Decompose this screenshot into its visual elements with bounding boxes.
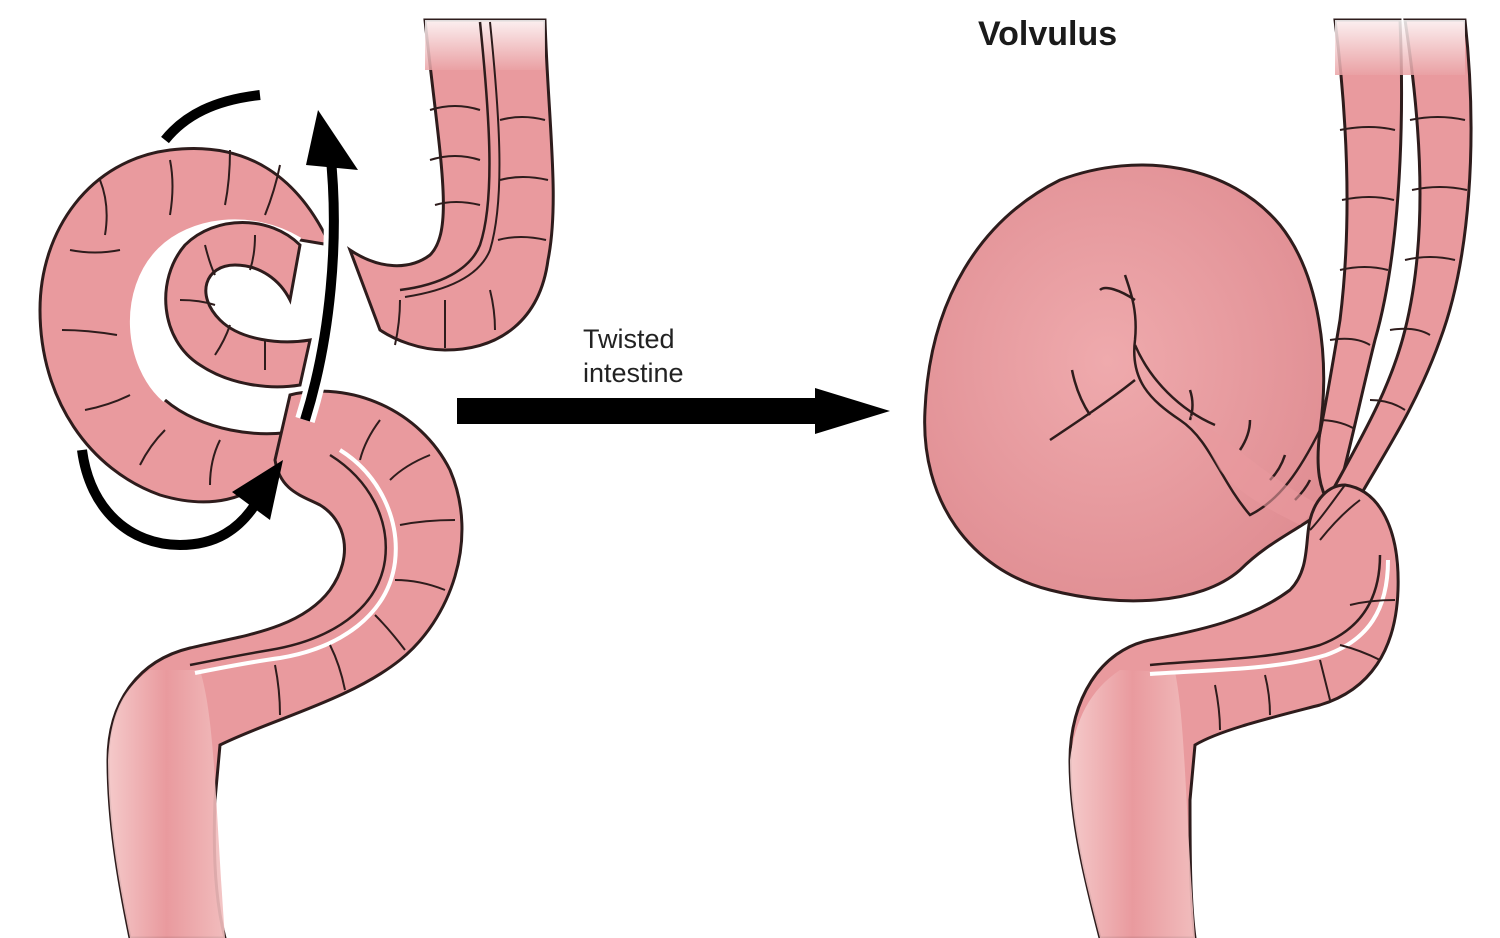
normal-colon-illustration	[38, 18, 555, 938]
twisted-descending-limbs	[1303, 18, 1473, 507]
rotation-arrow-top-icon	[161, 90, 261, 144]
transition-arrowhead-icon	[815, 388, 890, 434]
distended-loop	[923, 163, 1332, 603]
sigmoid-loop	[38, 147, 333, 504]
arrow-label-line-2: intestine	[583, 358, 684, 388]
volvulus-illustration	[923, 18, 1473, 938]
transition-arrow-shaft	[457, 398, 825, 424]
diagram-title: Volvulus	[978, 15, 1118, 53]
rotation-arrows	[77, 90, 358, 551]
transition-arrow-label: Twisted intestine	[583, 322, 783, 390]
arrow-label-line-1: Twisted	[583, 324, 675, 354]
transition-arrow	[457, 388, 890, 434]
twisted-knot-and-rectum	[1068, 483, 1400, 938]
descending-colon	[346, 18, 555, 352]
sigmoid-s-curve	[106, 389, 464, 938]
arrowhead-bottom-icon	[232, 460, 283, 520]
arrowhead-up-icon	[306, 110, 358, 170]
rotation-arrow-bottom-icon	[77, 449, 263, 551]
